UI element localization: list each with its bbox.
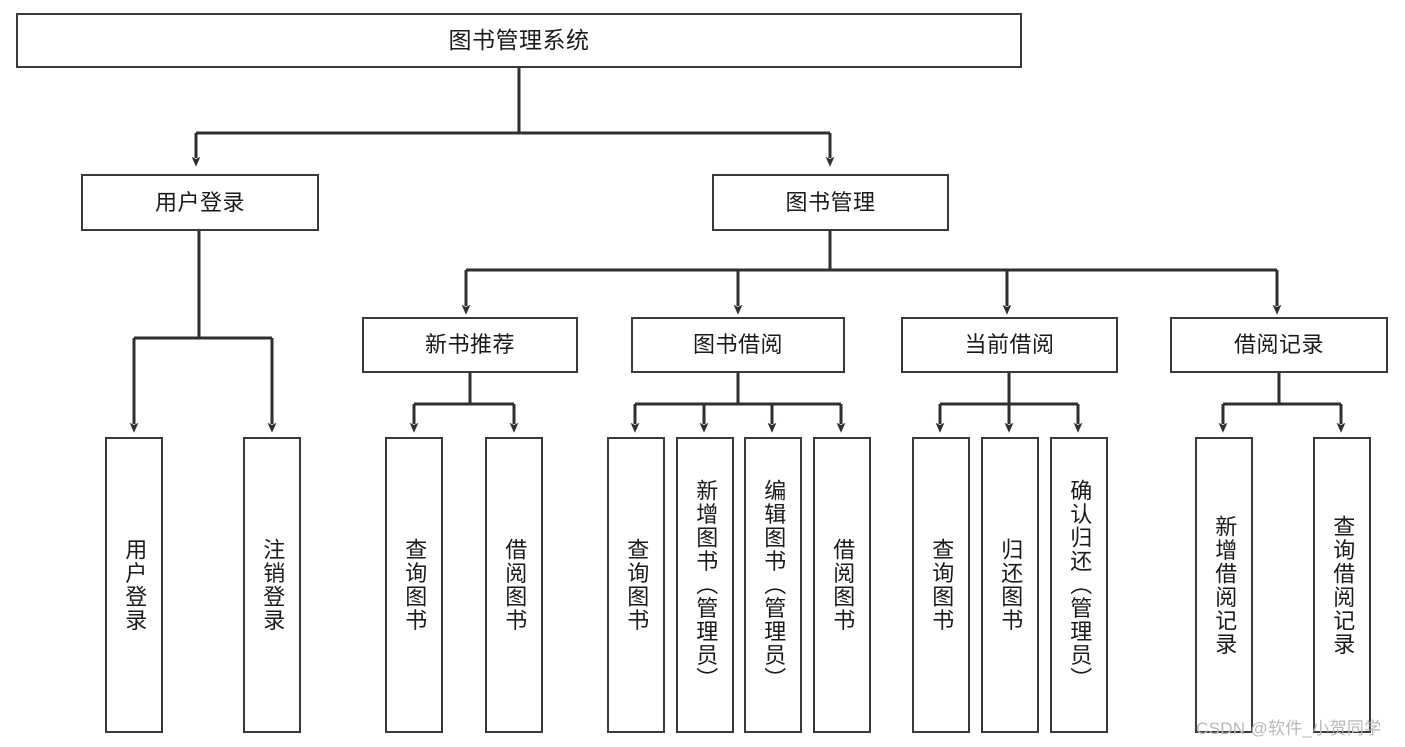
leaf-query-borrow-record-label: 查询借阅记录 bbox=[1330, 514, 1356, 656]
leaf-edit-book-admin[interactable]: 编辑图书（管理员） bbox=[744, 437, 802, 733]
leaf-confirm-return-admin-label: 确认归还（管理员） bbox=[1067, 479, 1093, 691]
leaf-logout-label: 注销登录 bbox=[260, 538, 286, 632]
node-user-login[interactable]: 用户登录 bbox=[81, 174, 319, 231]
node-borrow-records[interactable]: 借阅记录 bbox=[1170, 317, 1388, 373]
node-book-management-label: 图书管理 bbox=[785, 189, 876, 215]
leaf-edit-book-admin-label: 编辑图书（管理员） bbox=[761, 479, 787, 691]
leaf-query-book-borrow-label: 查询图书 bbox=[624, 538, 650, 632]
node-user-login-label: 用户登录 bbox=[154, 189, 245, 215]
leaf-query-book-current-label: 查询图书 bbox=[929, 538, 955, 632]
watermark: CSDN @软件_小贺同学 bbox=[1196, 719, 1382, 738]
node-book-management[interactable]: 图书管理 bbox=[712, 174, 949, 231]
node-root-label: 图书管理系统 bbox=[448, 26, 590, 53]
leaf-return-book[interactable]: 归还图书 bbox=[981, 437, 1039, 733]
leaf-add-borrow-record[interactable]: 新增借阅记录 bbox=[1195, 437, 1253, 733]
node-new-book-recommend[interactable]: 新书推荐 bbox=[362, 317, 578, 373]
node-new-book-recommend-label: 新书推荐 bbox=[424, 332, 515, 358]
node-current-borrow-label: 当前借阅 bbox=[964, 332, 1055, 358]
node-book-borrow-label: 图书借阅 bbox=[692, 332, 783, 358]
leaf-add-borrow-record-label: 新增借阅记录 bbox=[1212, 514, 1238, 656]
node-current-borrow[interactable]: 当前借阅 bbox=[901, 317, 1118, 373]
node-root[interactable]: 图书管理系统 bbox=[16, 13, 1022, 68]
leaf-query-book-borrow[interactable]: 查询图书 bbox=[607, 437, 665, 733]
leaf-add-book-admin[interactable]: 新增图书（管理员） bbox=[676, 437, 734, 733]
leaf-query-borrow-record[interactable]: 查询借阅记录 bbox=[1313, 437, 1371, 733]
leaf-borrow-book[interactable]: 借阅图书 bbox=[813, 437, 871, 733]
leaf-query-book-current[interactable]: 查询图书 bbox=[912, 437, 970, 733]
leaf-add-book-admin-label: 新增图书（管理员） bbox=[693, 479, 719, 691]
leaf-borrow-book-newbook-label: 借阅图书 bbox=[502, 538, 528, 632]
leaf-query-book-newbook[interactable]: 查询图书 bbox=[385, 437, 443, 733]
node-borrow-records-label: 借阅记录 bbox=[1233, 332, 1324, 358]
leaf-user-login-label: 用户登录 bbox=[122, 538, 148, 632]
leaf-user-login[interactable]: 用户登录 bbox=[105, 437, 163, 733]
leaf-return-book-label: 归还图书 bbox=[998, 538, 1024, 632]
node-book-borrow[interactable]: 图书借阅 bbox=[631, 317, 845, 373]
leaf-confirm-return-admin[interactable]: 确认归还（管理员） bbox=[1050, 437, 1108, 733]
leaf-borrow-book-newbook[interactable]: 借阅图书 bbox=[485, 437, 543, 733]
leaf-borrow-book-label: 借阅图书 bbox=[830, 538, 856, 632]
leaf-query-book-newbook-label: 查询图书 bbox=[402, 538, 428, 632]
leaf-logout[interactable]: 注销登录 bbox=[243, 437, 301, 733]
